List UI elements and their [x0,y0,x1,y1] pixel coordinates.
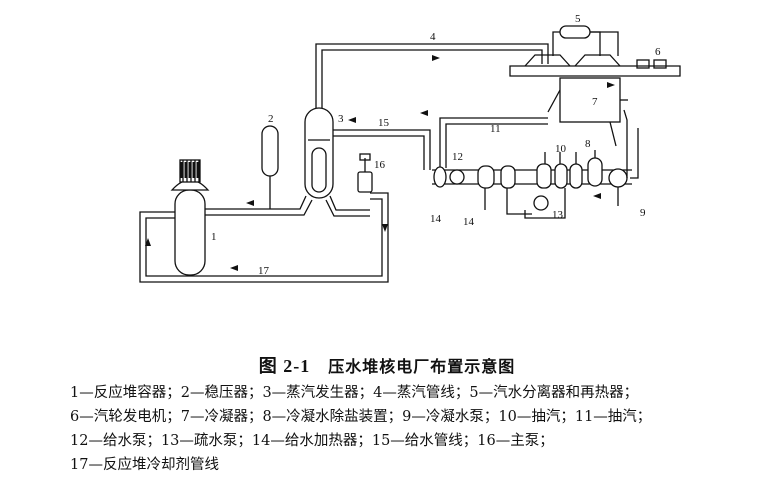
label-8: 8 [585,138,591,150]
condenser [547,77,628,147]
extraction-pipe-11 [439,117,548,168]
legend-line: 12—给水泵；13—疏水泵；14—给水加热器；15—给水管线；16—主泵； [70,433,554,449]
figure-caption: 图 2-1 压水堆核电厂布置示意图 [0,352,774,378]
pressurizer [261,125,279,209]
reactor-coolant-pipe [139,192,389,283]
legend-line: 1—反应堆容器；2—稳压器；3—蒸汽发生器；4—蒸汽管线；5—汽水分离器和再热器… [70,385,639,401]
label-11: 11 [490,123,501,135]
steam-generator [304,107,334,199]
legend-line: 17—反应堆冷却剂管线 [70,457,219,473]
label-4: 4 [430,31,436,43]
pwr-plant-diagram: 1 2 3 4 5 6 7 8 9 10 11 12 13 14 14 15 1… [139,13,681,283]
label-9: 9 [640,207,646,219]
label-14a: 14 [430,213,442,225]
figure-number: 图 2-1 [258,356,311,376]
label-10: 10 [555,143,567,155]
label-15: 15 [378,117,390,129]
label-3: 3 [338,113,344,125]
feedwater-pipe [333,129,431,170]
label-1: 1 [211,231,217,243]
feedwater-train [432,109,639,219]
label-5: 5 [575,13,581,25]
label-17: 17 [258,265,270,277]
label-16: 16 [374,159,386,171]
figure-title: 压水堆核电厂布置示意图 [328,357,516,376]
label-7: 7 [592,96,598,108]
moisture-separator-reheater [552,25,619,56]
label-6: 6 [655,46,661,58]
figure-legend: 1—反应堆容器；2—稳压器；3—蒸汽发生器；4—蒸汽管线；5—汽水分离器和再热器… [70,381,770,477]
main-pump [357,153,373,193]
legend-line: 6—汽轮发电机；7—冷凝器；8—冷凝水除盐装置；9—冷凝水泵；10—抽汽；11—… [70,409,652,425]
steam-pipe [315,43,549,108]
flow-arrows [145,55,615,271]
label-2: 2 [268,113,274,125]
turbine-generator [509,54,681,77]
label-13: 13 [552,209,564,221]
label-12: 12 [452,151,463,163]
label-14b: 14 [463,216,475,228]
